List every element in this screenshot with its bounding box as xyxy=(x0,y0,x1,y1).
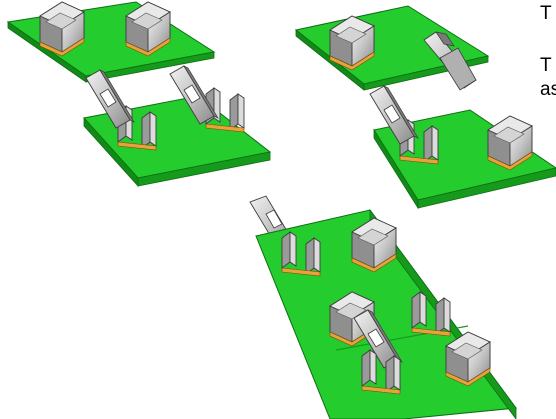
pcb-board-icon xyxy=(373,109,556,210)
assembly-top-right xyxy=(294,5,556,210)
lifted-contact-icon xyxy=(423,31,477,91)
caption-text-fragment-2: T xyxy=(540,55,552,76)
assembly-bottom-complete xyxy=(249,195,517,419)
caption-text-fragment-1: T xyxy=(540,3,552,24)
assembly-top-left xyxy=(6,1,272,188)
caption-text-fragment-3: as xyxy=(540,79,556,100)
